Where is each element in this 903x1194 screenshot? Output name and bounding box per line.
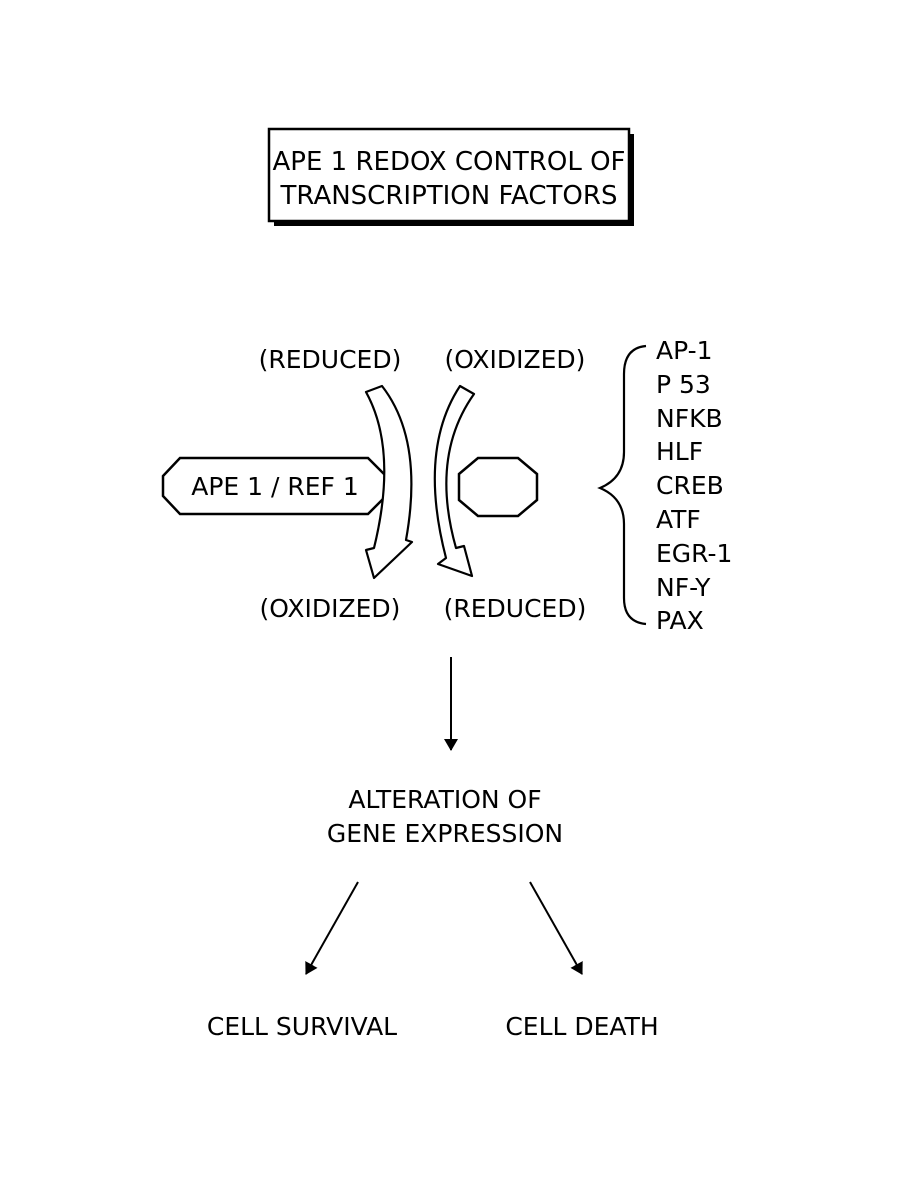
transcription-factor-shape bbox=[459, 458, 537, 516]
outcome-line-1: ALTERATION OF bbox=[348, 785, 541, 814]
transcription-factor-item: CREB bbox=[656, 471, 724, 500]
state-label-top-right: (OXIDIZED) bbox=[445, 345, 586, 374]
state-label-bottom-right: (REDUCED) bbox=[444, 594, 587, 623]
transcription-factor-item: NFKB bbox=[656, 404, 723, 433]
ape1-ref1-shape: APE 1 / REF 1 bbox=[163, 458, 386, 514]
transcription-factor-item: EGR-1 bbox=[656, 539, 732, 568]
title-line-2: TRANSCRIPTION FACTORS bbox=[280, 181, 618, 211]
state-label-top-left: (REDUCED) bbox=[259, 345, 402, 374]
transcription-factor-item: ATF bbox=[656, 505, 701, 534]
transcription-factor-item: PAX bbox=[656, 606, 704, 635]
arrow-to-cell-death bbox=[530, 882, 582, 974]
outcome-line-2: GENE EXPRESSION bbox=[327, 819, 563, 848]
transcription-factor-list: AP-1 P 53 NFKB HLF CREB ATF EGR-1NF-Y PAX bbox=[656, 336, 732, 635]
transcription-factor-item: HLF bbox=[656, 437, 703, 466]
state-label-bottom-left: (OXIDIZED) bbox=[260, 594, 401, 623]
factor-list-brace bbox=[600, 346, 646, 624]
transcription-factor-item: P 53 bbox=[656, 370, 711, 399]
title-box: APE 1 REDOX CONTROL OF TRANSCRIPTION FAC… bbox=[269, 129, 634, 226]
transcription-factor-item: NF-Y bbox=[656, 573, 711, 602]
result-cell-death: CELL DEATH bbox=[505, 1012, 658, 1041]
transcription-factor-item: AP-1 bbox=[656, 336, 713, 365]
title-line-1: APE 1 REDOX CONTROL OF bbox=[272, 147, 625, 177]
result-cell-survival: CELL SURVIVAL bbox=[207, 1012, 397, 1041]
ape1-ref1-label: APE 1 / REF 1 bbox=[191, 472, 359, 501]
arrow-to-cell-survival bbox=[306, 882, 358, 974]
